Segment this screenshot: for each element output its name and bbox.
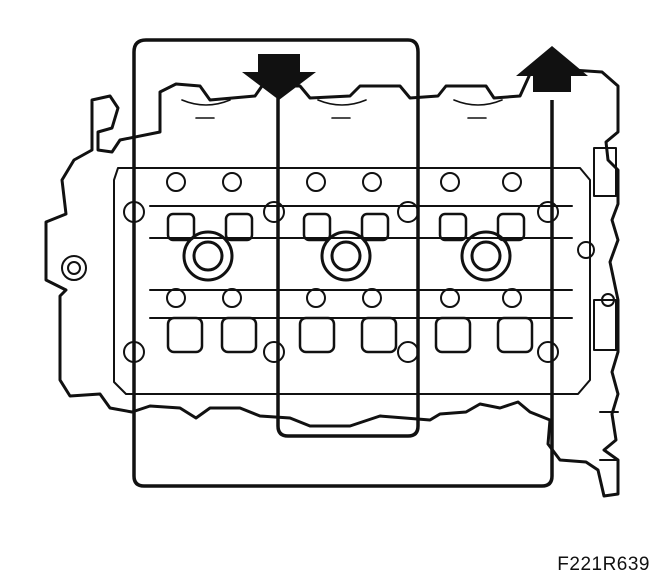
upper-bosses [166,212,526,242]
deck-outline [113,167,591,395]
upward-arrow-icon [516,46,588,92]
head-bolts [61,172,615,363]
exhaust-cam-bar [149,289,573,319]
lower-bosses [166,316,534,354]
top-ribs [181,99,503,119]
figure-code: F221R639 [557,554,650,575]
downward-arrow-icon [242,54,316,100]
right-side-details [593,147,619,461]
head-outline [44,68,620,498]
spark-plug-tubes [182,230,512,282]
outer-sequence-path [132,38,554,488]
